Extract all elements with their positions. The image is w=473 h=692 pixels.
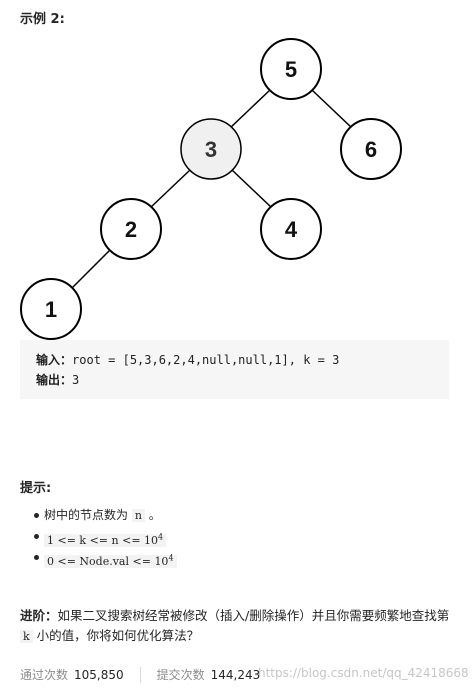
hint-item-val-range: 0 <= Node.val <= 104 <box>34 547 177 568</box>
submitted-label: 提交次数 <box>156 668 205 682</box>
example-io-block: 输入：root = [5,3,6,2,4,null,null,1], k = 3… <box>20 340 449 399</box>
node-label: 3 <box>205 137 217 162</box>
edge-5-3 <box>229 89 271 129</box>
input-label: 输入： <box>36 353 73 367</box>
submission-stats: 通过次数 105,850 提交次数 144,243 <box>20 666 260 683</box>
node-label: 2 <box>125 217 137 242</box>
stats-divider <box>139 666 141 683</box>
tree-node-4: 4 <box>260 198 322 260</box>
tree-node-2: 2 <box>100 198 162 260</box>
input-line: 输入：root = [5,3,6,2,4,null,null,1], k = 3 <box>36 350 449 370</box>
edge-5-6 <box>311 89 353 129</box>
node-label: 4 <box>285 217 298 242</box>
submitted-count: 144,243 <box>210 667 261 682</box>
hint-suffix: 。 <box>144 508 161 522</box>
advanced-text-before: 如果二叉搜索树经常被修改（插入/删除操作）并且你需要频繁地查找第 <box>57 608 450 623</box>
advanced-label: 进阶： <box>20 608 58 623</box>
hint-code-k-range: 1 <= k <= n <= 104 <box>44 532 167 547</box>
hints-list: 树中的节点数为 n 。 1 <= k <= n <= 104 0 <= Node… <box>34 505 177 568</box>
hint-exponent: 4 <box>168 553 174 562</box>
edge-2-1 <box>71 249 111 289</box>
hint-code-text: 0 <= Node.val <= 10 <box>47 554 169 568</box>
node-label: 6 <box>365 137 377 162</box>
example-title: 示例 2: <box>20 12 65 27</box>
output-value: 3 <box>72 373 80 387</box>
hints-title: 提示: <box>20 481 52 496</box>
hint-code-n: n <box>131 509 145 522</box>
hint-item-k-range: 1 <= k <= n <= 104 <box>34 526 177 547</box>
hint-code-text: 1 <= k <= n <= 10 <box>47 533 159 547</box>
output-label: 输出： <box>36 373 73 387</box>
binary-tree-diagram: 5 3 6 2 4 1 <box>20 38 402 340</box>
output-line: 输出：3 <box>36 370 449 390</box>
hint-exponent: 4 <box>158 532 164 541</box>
tree-node-1: 1 <box>20 278 82 340</box>
input-value: root = [5,3,6,2,4,null,null,1], k = 3 <box>72 353 340 367</box>
hint-text: 树中的节点数为 <box>44 508 132 522</box>
tree-node-6: 6 <box>340 118 402 180</box>
edge-3-2 <box>149 169 191 209</box>
advanced-question: 进阶：如果二叉搜索树经常被修改（插入/删除操作）并且你需要频繁地查找第 k 小的… <box>20 606 452 647</box>
hint-code-val-range: 0 <= Node.val <= 104 <box>44 553 177 568</box>
hint-item-node-count: 树中的节点数为 n 。 <box>34 505 177 526</box>
tree-node-5: 5 <box>260 38 322 100</box>
advanced-code-k: k <box>20 630 33 643</box>
tree-node-3: 3 <box>180 118 242 180</box>
accepted-count: 105,850 <box>74 667 124 682</box>
edge-3-4 <box>231 169 273 209</box>
advanced-text-after: 小的值，你将如何优化算法？ <box>32 628 200 643</box>
accepted-label: 通过次数 <box>20 668 69 682</box>
node-label: 5 <box>285 57 297 82</box>
watermark-text: https://blog.csdn.net/qq_42418668 <box>258 666 469 680</box>
node-label: 1 <box>45 297 57 322</box>
